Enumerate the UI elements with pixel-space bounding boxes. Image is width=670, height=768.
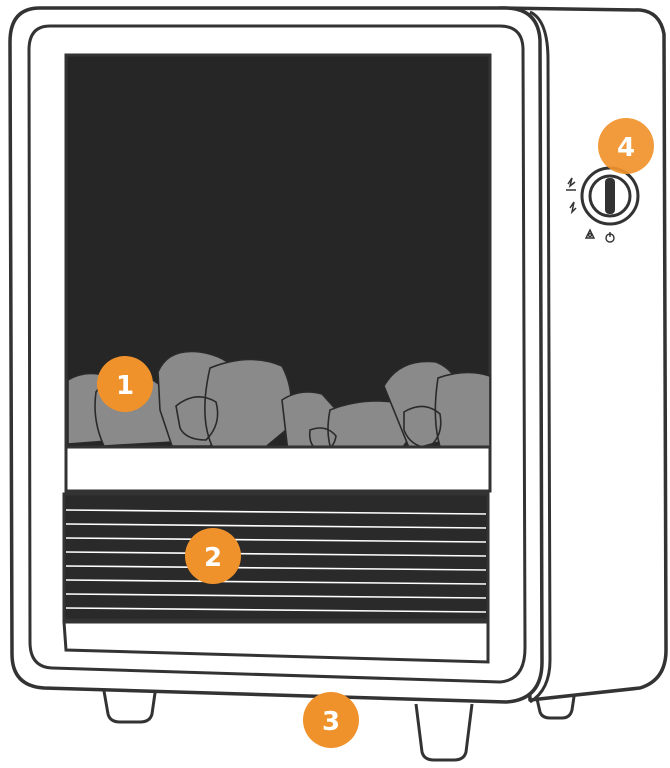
right-foot [416,704,472,760]
callout-3: 3 [303,692,359,748]
callout-1: 1 [97,356,153,412]
callout-1-label: 1 [116,371,134,401]
control-knob-grip [605,178,615,214]
upper-trim-panel [66,447,490,491]
callout-2-label: 2 [204,543,222,573]
callout-4: 4 [598,118,654,174]
callout-4-label: 4 [617,133,635,163]
callout-3-label: 3 [322,707,340,737]
callout-2: 2 [185,528,241,584]
heater-grille [64,494,488,620]
